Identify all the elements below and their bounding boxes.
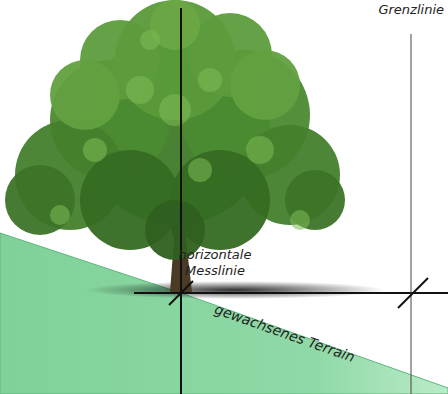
measure-line-label: horizontale Messlinie: [170, 247, 260, 279]
border-line-label: Grenzlinie: [378, 2, 444, 18]
